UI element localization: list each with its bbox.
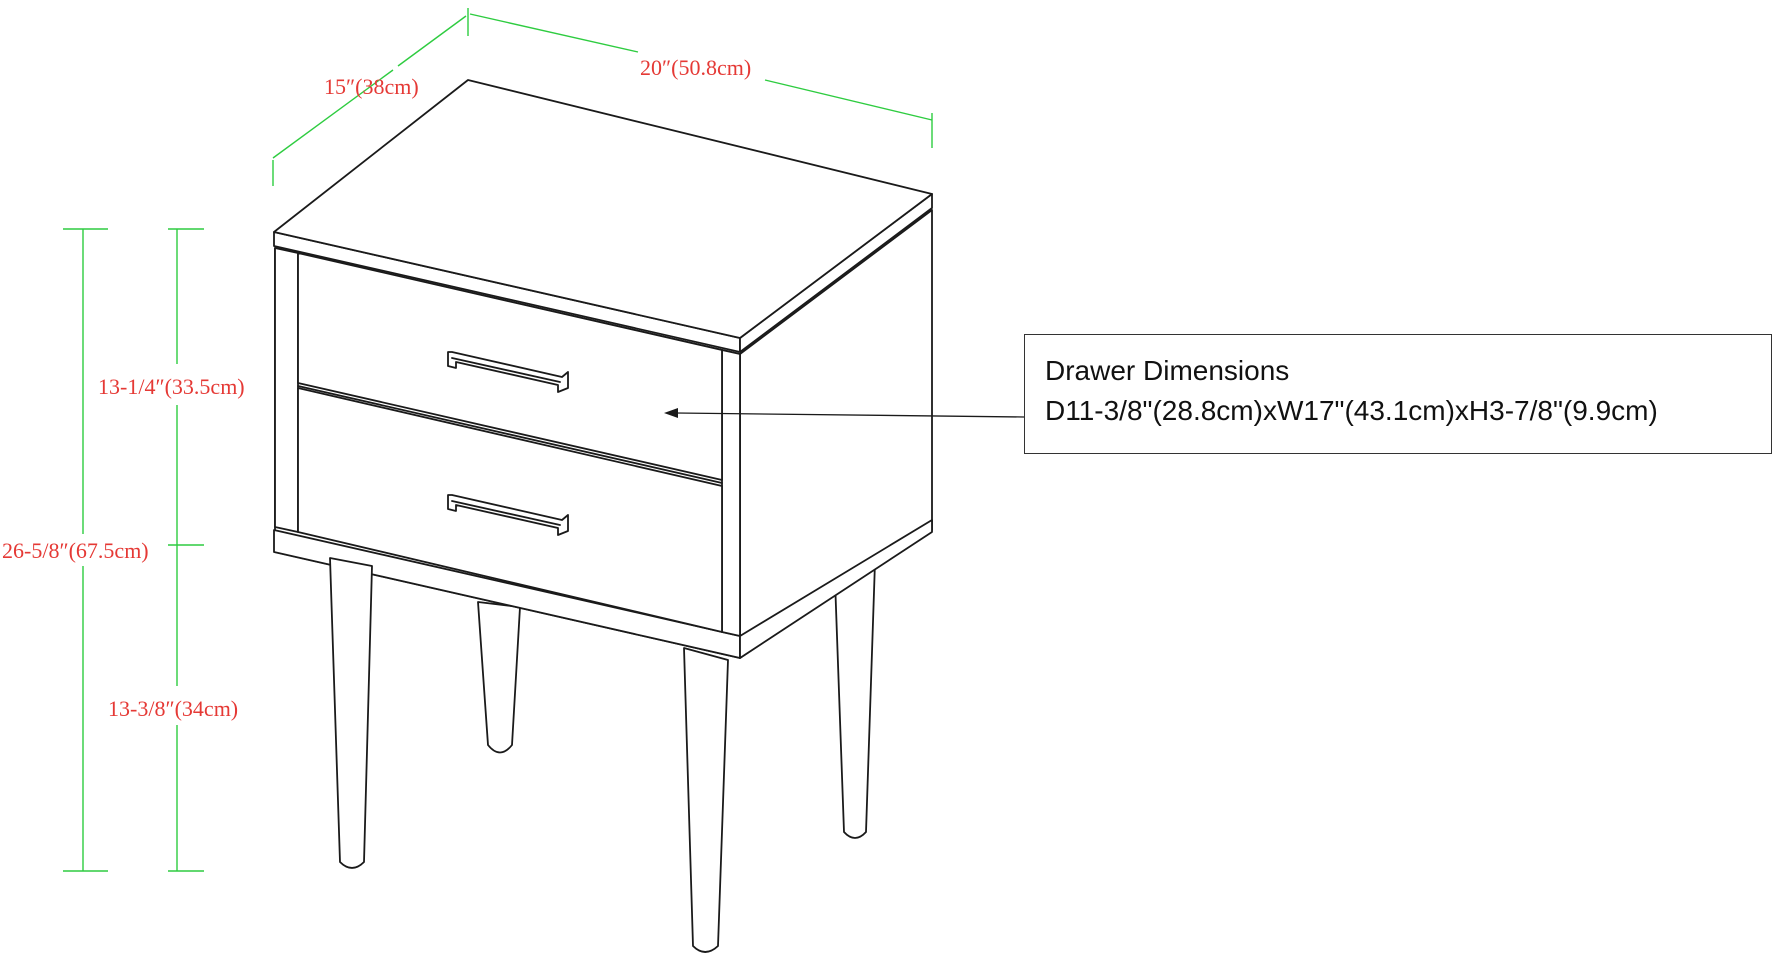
- front-left-leg: [329, 557, 373, 869]
- callout-title: Drawer Dimensions: [1045, 355, 1290, 386]
- nightstand-drawing: [273, 79, 933, 953]
- front-right-leg: [683, 647, 729, 953]
- left-side-panel: [274, 247, 299, 533]
- bottom-drawer-handle: [447, 494, 569, 536]
- bottom-right-edge: [739, 519, 933, 659]
- leg-height-label: 13-3/8″(34cm): [108, 696, 238, 721]
- callout-arrow-line: [675, 412, 1025, 418]
- callout-arrow-head: [664, 408, 678, 418]
- top-drawer-handle: [447, 351, 569, 393]
- callout-value: D11-3/8"(28.8cm)xW17"(43.1cm)xH3-7/8"(9.…: [1045, 395, 1658, 426]
- drawer-dimensions-callout: Drawer Dimensions D11-3/8"(28.8cm)xW17"(…: [1024, 334, 1772, 454]
- back-left-leg: [477, 601, 521, 754]
- callout-arrow: [664, 408, 1025, 418]
- total-height-label: 26-5/8″(67.5cm): [2, 538, 149, 563]
- width-line-b: [764, 79, 933, 121]
- width-line-a: [469, 13, 639, 53]
- drawer-gap-line: [297, 385, 723, 484]
- depth-line-b: [397, 15, 467, 67]
- back-right-leg: [834, 561, 876, 839]
- right-front-stile: [721, 349, 741, 637]
- depth-line-a: [272, 69, 394, 159]
- dimension-labels: 15″(38cm) 20″(50.8cm) 13-1/4″(33.5cm) 26…: [2, 55, 751, 721]
- top-surface: [273, 79, 933, 339]
- bottom-drawer-handle-bar: [451, 500, 561, 526]
- cabinet-height-label: 13-1/4″(33.5cm): [98, 374, 245, 399]
- dimension-lines: [63, 8, 933, 872]
- depth-label: 15″(38cm): [324, 74, 419, 99]
- width-label: 20″(50.8cm): [640, 55, 751, 80]
- top-drawer-handle-bar: [451, 357, 561, 383]
